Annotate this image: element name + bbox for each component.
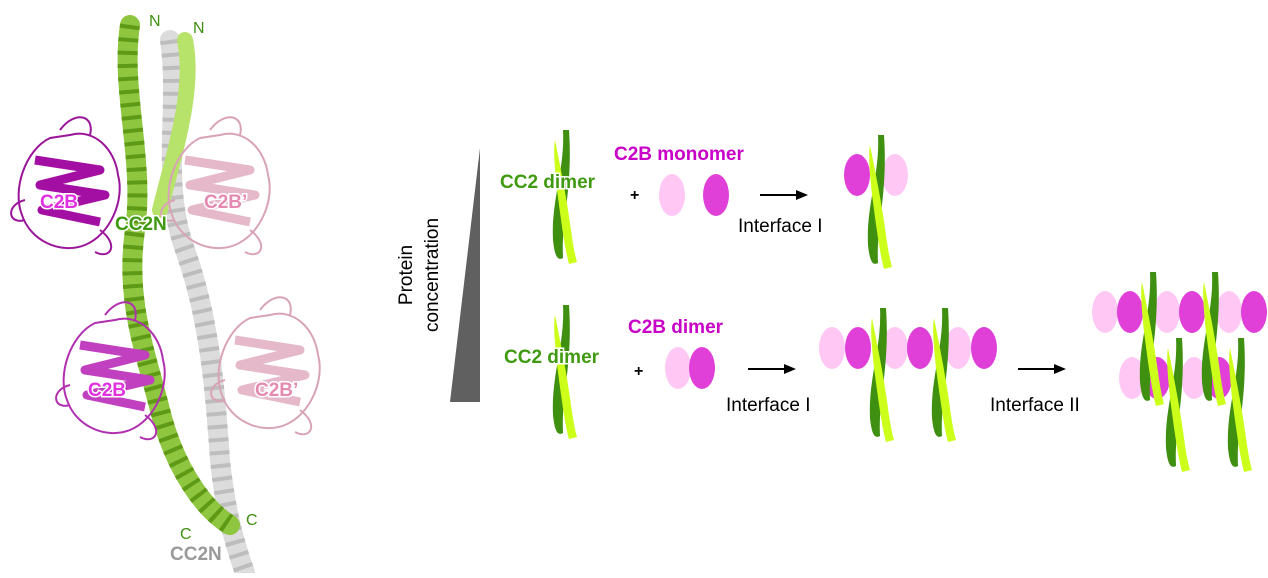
n-terminus-label-2: N [193,20,205,37]
cc2n-grey-label: CC2N [170,544,222,565]
row2-mid-coil-1 [869,308,894,442]
c2b-right-bottom-label: C2B’ [255,380,298,401]
structure-panel: N N C C C2B C2B’ CC2N C2B C2B’ CC2N [11,13,320,578]
row2-c2b-light [665,347,691,389]
row1-product-c2b-light [882,154,908,196]
c2b-right-top-label: C2B’ [204,192,247,213]
row1-c2b-label: C2B monomer [614,144,744,165]
row1-c2b-dark [703,174,729,216]
row1-product-c2b-dark [844,154,870,196]
c2b-left-bottom-label: C2B [88,380,126,401]
cc2n-green-label: CC2N [115,214,167,235]
c2b-left-top-label: C2B [40,192,78,213]
row2-cc2-label: CC2 dimer [504,347,600,368]
row1-cc2-dimer-coil [552,130,577,264]
c2b-right-bottom-domain [211,297,320,434]
row2-plus: + [634,363,643,380]
n-terminus-label-1: N [149,13,161,30]
row1-c2b-light [659,174,685,216]
row1-product-coil [867,135,892,269]
row1-scheme: CC2 dimer + C2B monomer Interface I [499,130,908,269]
green-helix-2 [152,32,196,218]
axis-label-line1: Protein [396,245,417,305]
final-coil-3 [1165,338,1190,472]
c-terminus-label-1: C [180,526,192,543]
row1-interface-label: Interface I [738,216,823,237]
row2-scheme: CC2 dimer + C2B dimer Interface I Interf… [503,272,1267,472]
row1-cc2-label: CC2 dimer [500,172,596,193]
final-coil-4 [1227,338,1252,472]
row1-plus: + [630,187,639,204]
axis-label-line2: concentration [422,218,443,332]
row2-cc2-dimer-coil [552,305,577,439]
row2-c2b-dark [689,347,715,389]
row2-mid-coil-2 [931,308,956,442]
row2-interface2-label: Interface II [990,395,1080,416]
c-terminus-label-2: C [246,512,258,529]
concentration-wedge [450,148,480,402]
c2b-left-top-domain [11,117,120,254]
row2-c2b-label: C2B dimer [628,317,724,338]
row2-interface1-label: Interface I [726,395,811,416]
